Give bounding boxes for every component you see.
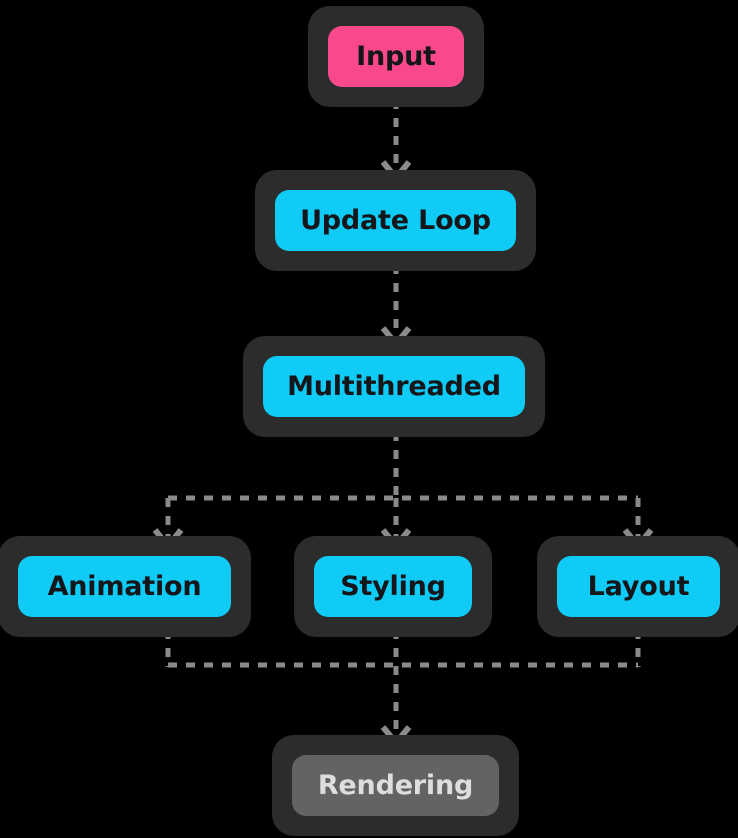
node-animation-fill: Animation — [18, 556, 231, 617]
node-styling-fill: Styling — [314, 556, 472, 617]
node-multithreaded[interactable]: Multithreaded — [243, 336, 545, 437]
node-rendering[interactable]: Rendering — [272, 735, 519, 836]
node-rendering-fill: Rendering — [292, 755, 499, 816]
node-input-label: Input — [356, 41, 436, 72]
node-input-fill: Input — [328, 26, 464, 87]
node-multithreaded-label: Multithreaded — [287, 371, 501, 402]
edge-styling-to-rendering — [380, 630, 412, 748]
edge-multithreaded-branch-bus — [168, 432, 638, 501]
node-layout-label: Layout — [587, 571, 690, 602]
node-animation[interactable]: Animation — [0, 536, 251, 637]
node-animation-label: Animation — [47, 571, 202, 602]
node-update-loop-label: Update Loop — [300, 205, 491, 236]
node-layout-fill: Layout — [557, 556, 720, 617]
node-rendering-label: Rendering — [317, 770, 474, 801]
node-multithreaded-fill: Multithreaded — [263, 356, 525, 417]
edge-update-loop-to-multithreaded — [380, 265, 412, 349]
edge-input-to-update-loop — [380, 100, 412, 183]
node-update-loop-fill: Update Loop — [275, 190, 516, 251]
node-styling[interactable]: Styling — [294, 536, 492, 637]
node-input[interactable]: Input — [308, 6, 484, 107]
node-layout[interactable]: Layout — [537, 536, 738, 637]
node-styling-label: Styling — [340, 571, 446, 602]
node-update-loop[interactable]: Update Loop — [255, 170, 536, 271]
